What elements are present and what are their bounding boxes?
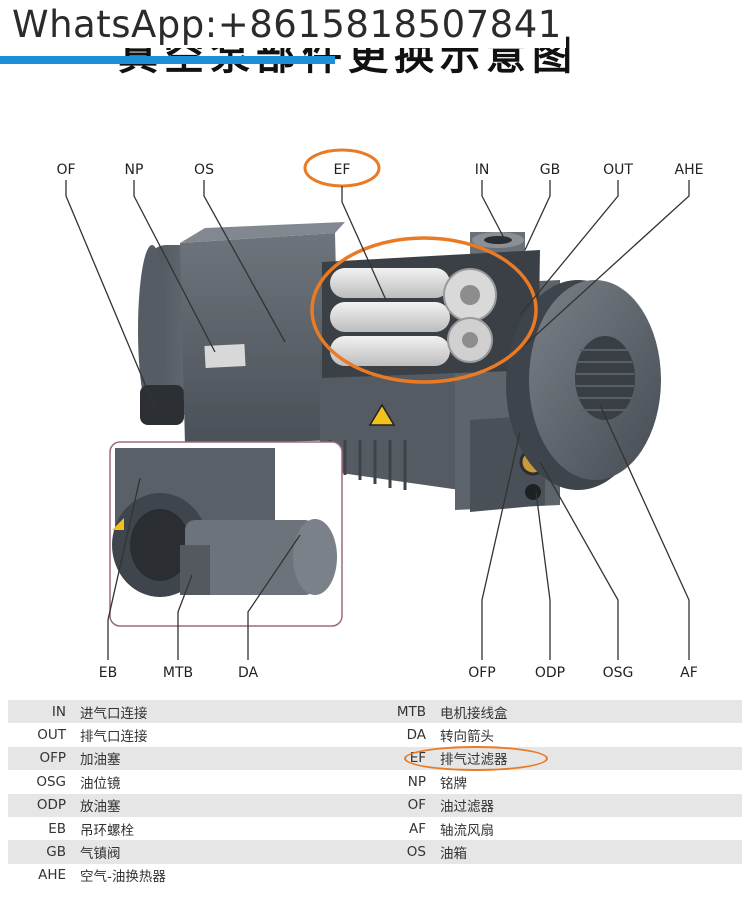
legend-code: OSG [36, 773, 66, 790]
ef-filter-highlight [310, 236, 538, 384]
label-OFP: OFP [468, 665, 496, 681]
legend-desc: 油箱 [440, 846, 467, 863]
label-MTB: MTB [163, 665, 193, 681]
label-EB: EB [99, 665, 117, 681]
legend-code: OF [407, 797, 426, 814]
legend-row: OUT 排气口连接 DA 转向箭头 [8, 723, 742, 746]
legend-desc: 吊环螺栓 [80, 822, 134, 839]
legend-code: EB [48, 820, 66, 837]
label-AHE: AHE [675, 162, 704, 178]
legend-code: AF [408, 820, 426, 837]
legend-row: EB 吊环螺栓 AF 轴流风扇 [8, 817, 742, 840]
legend-code: MTB [396, 703, 426, 720]
label-NP: NP [125, 162, 144, 178]
label-OUT: OUT [603, 162, 633, 178]
legend-desc: 放油塞 [80, 799, 121, 816]
label-ODP: ODP [535, 665, 565, 681]
legend-code: AHE [38, 867, 66, 884]
label-GB: GB [540, 162, 560, 178]
ef-legend-highlight [404, 746, 548, 771]
legend-desc: 空气-油换热器 [80, 869, 166, 886]
legend-code: OFP [39, 750, 66, 767]
legend-code: ODP [36, 797, 66, 814]
label-IN: IN [475, 162, 490, 178]
label-EF: EF [334, 162, 351, 178]
legend-desc: 气镇阀 [80, 846, 121, 863]
legend-desc: 转向箭头 [440, 729, 494, 746]
label-OSG: OSG [603, 665, 634, 681]
legend-desc: 排气口连接 [80, 729, 148, 746]
legend-code: GB [46, 844, 66, 861]
exhaust-filter-cutaway [322, 250, 540, 378]
legend-desc: 轴流风扇 [440, 822, 494, 839]
legend-desc: 铭牌 [440, 775, 467, 792]
pump-diagram: OF NP OS EF IN GB OUT AHE EB MTB DA OFP … [56, 148, 704, 681]
legend-row: GB 气镇阀 OS 油箱 [8, 840, 742, 864]
legend-row: IN 进气口连接 MTB 电机接线盒 [8, 700, 742, 724]
legend-row: AHE 空气-油换热器 [8, 864, 742, 887]
fan-housing [506, 280, 661, 490]
legend-desc: 油位镜 [80, 775, 121, 792]
watermark-band: WhatsApp:+8615818507841 [0, 0, 750, 72]
legend-row: OSG 油位镜 NP 铭牌 [8, 770, 742, 793]
label-DA: DA [238, 665, 259, 681]
legend-code: OS [406, 844, 426, 861]
legend-desc: 电机接线盒 [440, 705, 508, 722]
legend-code: OUT [37, 727, 66, 744]
legend-code: NP [407, 773, 426, 790]
label-OS: OS [194, 162, 214, 178]
legend-row: OFP 加油塞 EF 排气过滤器 [8, 746, 742, 771]
watermark-bar [0, 56, 335, 64]
legend-code: DA [406, 727, 426, 744]
watermark-text: WhatsApp:+8615818507841 [8, 2, 566, 48]
motor-inset [109, 441, 343, 627]
leader-lines [65, 180, 690, 660]
label-AF: AF [680, 665, 698, 681]
legend-code: IN [51, 703, 66, 720]
legend-desc: 油过滤器 [440, 799, 494, 816]
label-OF: OF [56, 162, 75, 178]
legend-row: ODP 放油塞 OF 油过滤器 [8, 793, 742, 817]
legend-desc: 加油塞 [80, 752, 121, 769]
legend-table: IN 进气口连接 MTB 电机接线盒 OUT 排气口连接 DA 转向箭头 OFP… [8, 700, 742, 887]
legend-desc: 进气口连接 [80, 705, 148, 722]
